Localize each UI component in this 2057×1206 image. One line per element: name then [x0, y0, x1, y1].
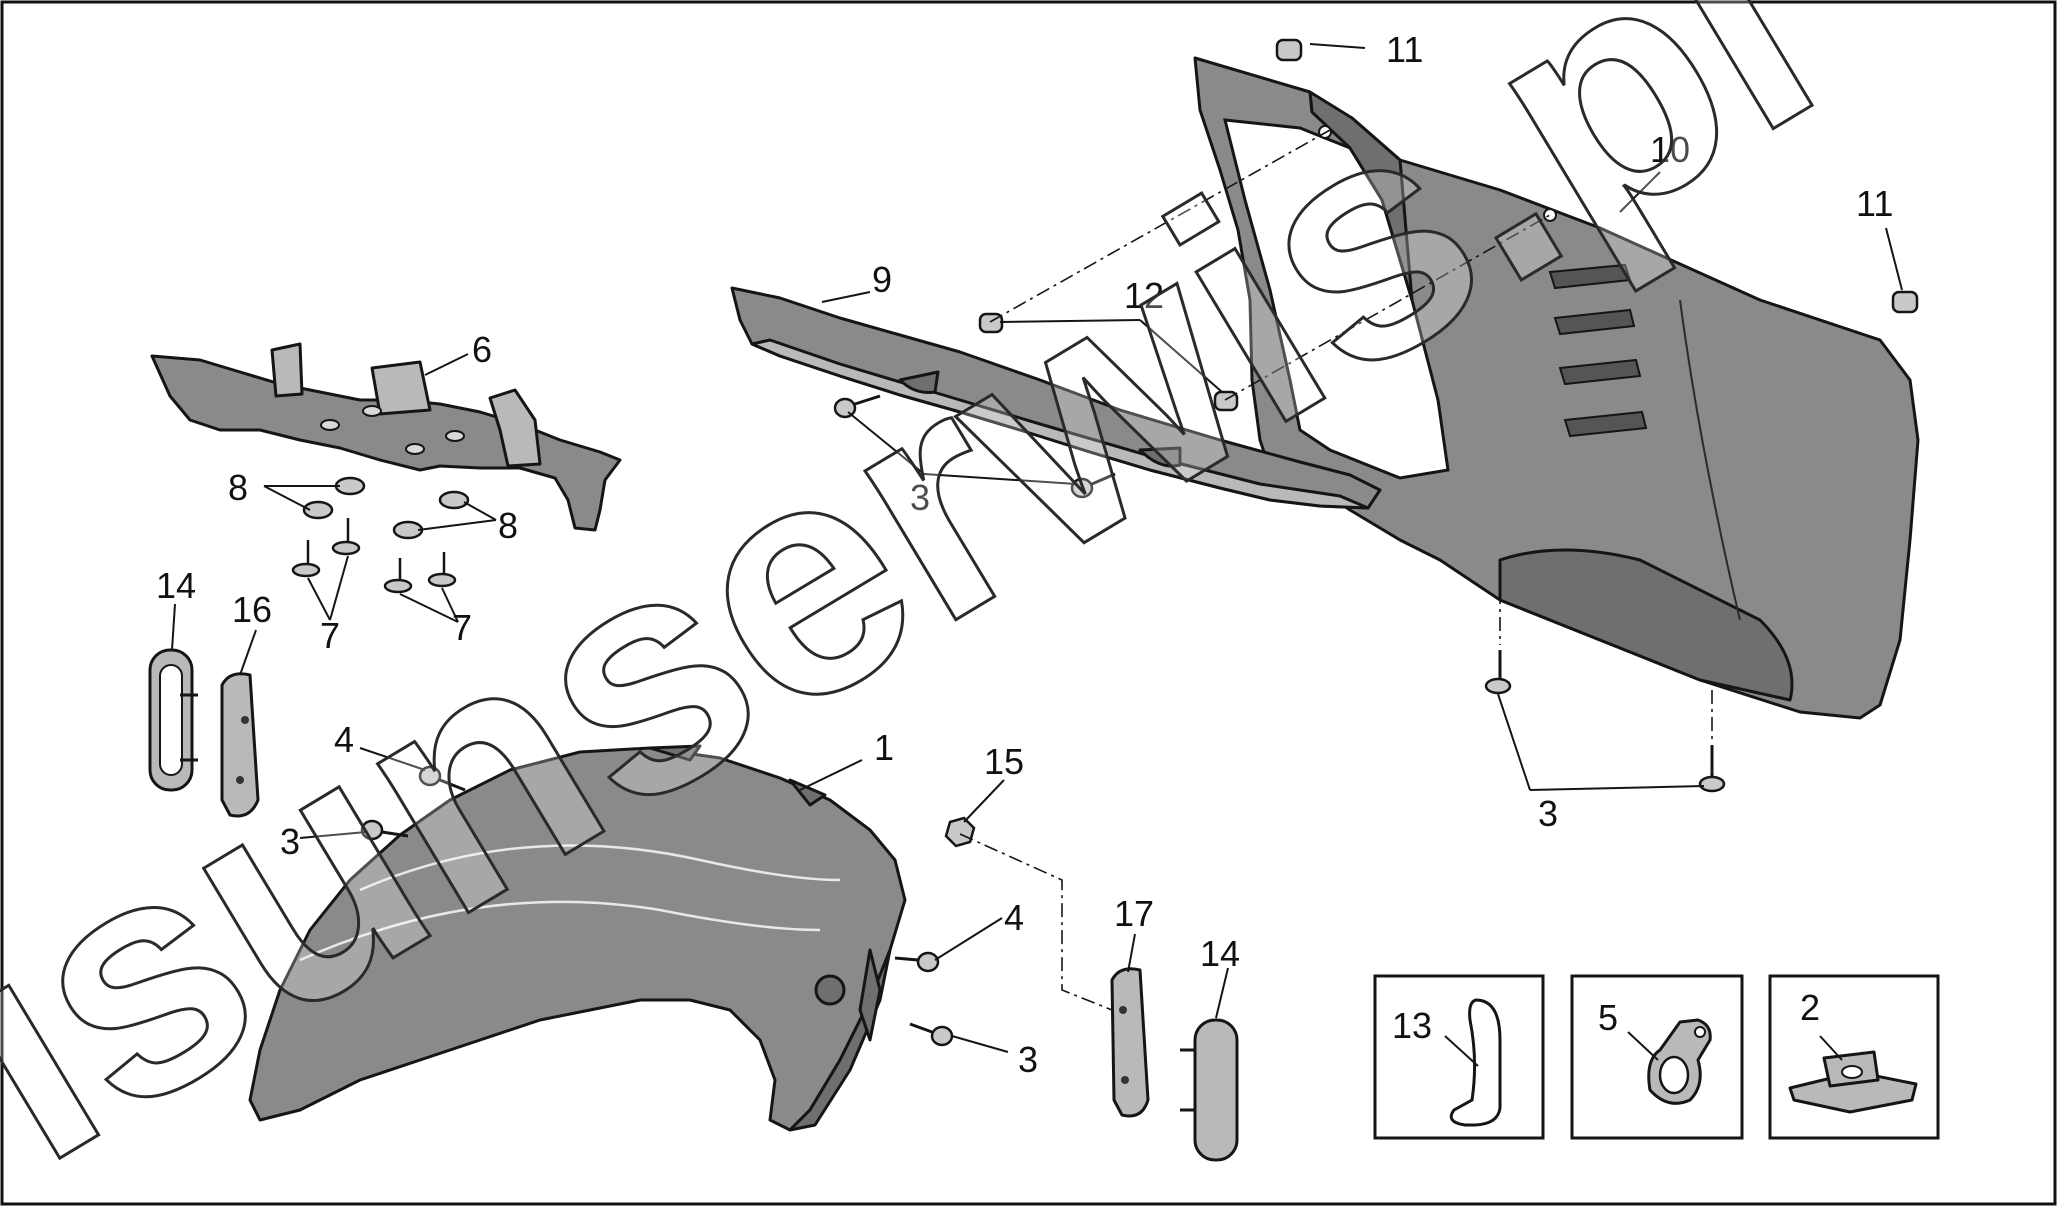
assembly-lines [959, 129, 1713, 1011]
bracket-part-9 [730, 286, 1382, 510]
callout-8-right: 8 [498, 505, 518, 546]
callout-1: 1 [874, 727, 894, 768]
callout-5: 5 [1598, 997, 1618, 1038]
callout-17: 17 [1114, 893, 1154, 934]
rear-inner-panel-part-10 [1193, 56, 1920, 720]
callout-3-panel: 3 [1538, 793, 1558, 834]
callout-16: 16 [232, 589, 272, 630]
reflector-part-17 [1110, 967, 1150, 1118]
callout-7-left: 7 [320, 615, 340, 656]
callout-4-left: 4 [334, 719, 354, 760]
callout-14-left: 14 [156, 565, 196, 606]
inset-box-part-13 [1373, 974, 1545, 1140]
reflector-holder-part-14-right [1180, 1018, 1239, 1162]
callout-3-mudguard-right: 3 [1018, 1039, 1038, 1080]
callout-13: 13 [1392, 1005, 1432, 1046]
callout-4-right: 4 [1004, 897, 1024, 938]
inset-box-part-2 [1768, 974, 1940, 1140]
callout-11-right: 11 [1856, 183, 1893, 224]
callout-12: 12 [1124, 275, 1164, 316]
callout-3-bracket: 3 [910, 477, 930, 518]
inset-box-part-5 [1570, 974, 1744, 1140]
callout-2: 2 [1800, 987, 1820, 1028]
upper-bracket-part-6 [150, 342, 622, 532]
callout-3-mudguard-left: 3 [280, 821, 300, 862]
fasteners [291, 38, 1919, 1047]
callout-15: 15 [984, 741, 1024, 782]
reflector-part-16 [220, 672, 260, 818]
front-mudguard-part-1 [248, 744, 907, 1132]
callout-11-top: 11 [1386, 29, 1423, 70]
callout-7-right: 7 [452, 607, 472, 648]
leader-lines [171, 43, 1903, 1053]
callout-10: 10 [1650, 129, 1690, 170]
reflector-holder-part-14-left [148, 648, 198, 792]
callout-6: 6 [472, 329, 492, 370]
callout-8-left: 8 [228, 467, 248, 508]
callout-9: 9 [872, 259, 892, 300]
callout-14-right: 14 [1200, 933, 1240, 974]
callout-labels: 1 2 3 3 3 3 4 4 5 6 7 7 8 8 9 10 11 11 1… [156, 29, 1893, 1080]
